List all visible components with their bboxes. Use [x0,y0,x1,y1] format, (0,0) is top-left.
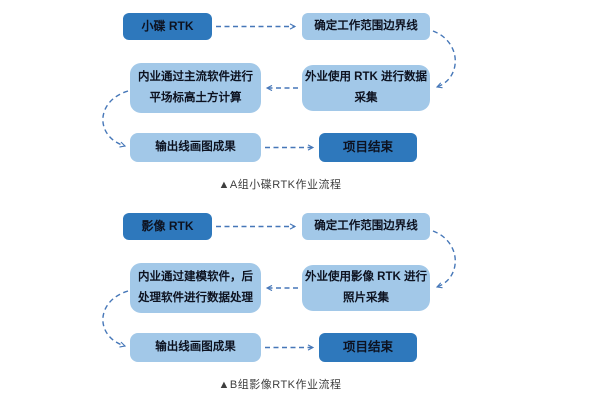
node-office-processing: 内业通过建模软件，后 处理软件进行数据处理 [130,263,261,313]
node-start: 小碟 RTK [123,13,212,40]
node-define-scope: 确定工作范围边界线 [302,213,430,240]
node-project-end: 项目结束 [319,133,417,162]
node-define-scope: 确定工作范围边界线 [302,13,430,40]
flowchart-caption-a: ▲A组小碟RTK作业流程 [218,179,342,191]
flowchart-caption-b: ▲B组影像RTK作业流程 [218,379,342,391]
node-field-collection: 外业使用 RTK 进行数据 采集 [302,65,430,111]
node-project-end: 项目结束 [319,333,417,362]
node-field-collection: 外业使用影像 RTK 进行 照片采集 [302,265,430,311]
node-office-processing: 内业通过主流软件进行 平场标高土方计算 [130,63,261,113]
node-output-results: 输出线画图成果 [130,133,261,162]
node-output-results: 输出线画图成果 [130,333,261,362]
node-start: 影像 RTK [123,213,212,240]
flowchart-group-a: 小碟 RTK 确定工作范围边界线 内业通过主流软件进行 平场标高土方计算 外业使… [123,13,430,191]
flowchart-group-b: 影像 RTK 确定工作范围边界线 内业通过建模软件，后 处理软件进行数据处理 外… [0,200,600,400]
